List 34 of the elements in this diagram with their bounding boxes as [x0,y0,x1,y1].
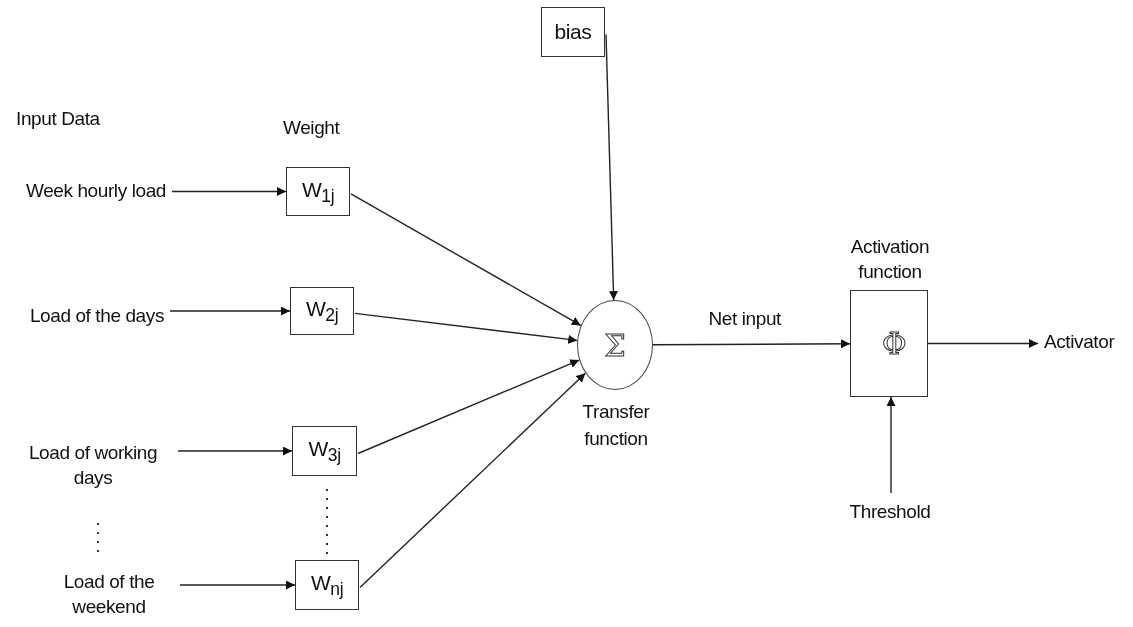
weight-text: W$_{nj}$ [310,570,344,601]
weight-box [292,426,357,476]
arrow [171,187,287,196]
phi-symbol: Φ [881,325,907,363]
column-heading: Weight [283,117,340,139]
bias-box [541,7,605,57]
arrow [169,306,291,316]
arrow [354,312,578,344]
weight-box [290,287,354,335]
sigma-symbol: Σ [604,326,626,365]
input-label: Load of working days [14,434,172,498]
column-heading: Input Data [16,108,100,130]
input-label: Load of the days [4,301,164,331]
arrow [179,580,296,590]
arrow [350,193,582,327]
input-label: Week hourly load [4,176,166,206]
output-label: Threshold [838,497,942,527]
weight-text: W$_{2j}$ [305,296,339,327]
weight-text: W$_{1j}$ [301,176,335,208]
input-label: Load of the weekend [44,564,174,626]
arrow [605,33,618,301]
arrow [359,372,587,589]
box-heading: Activation function [849,234,931,285]
arrow [357,359,580,455]
arrow [177,446,293,456]
output-label: Activator [1044,327,1132,357]
weight-box [286,167,350,216]
weight-text: W$_{3j}$ [308,436,341,467]
node-caption: Transfer function [581,400,651,451]
weight-box [295,560,359,610]
arrow [652,339,851,349]
bias-text: bias [554,19,592,46]
arrow [927,339,1039,348]
arrow [886,396,896,494]
